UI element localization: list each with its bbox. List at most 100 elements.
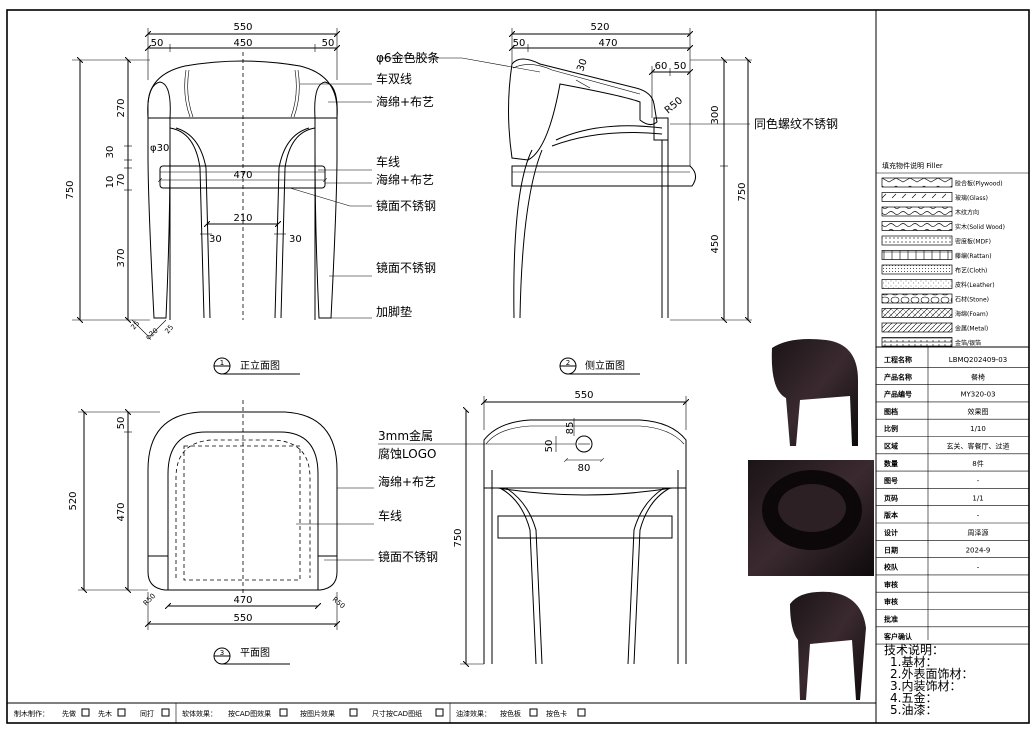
bar-wood-check-3[interactable] [161, 708, 170, 717]
side-dim-30: 30 [575, 57, 589, 73]
front-backrest [147, 60, 338, 119]
side-dim-depth: 520 [590, 22, 609, 33]
side-note-gold-strip: φ6金色胶条 [376, 50, 440, 65]
bar-soft-opt-2: 按图片效果 [300, 709, 335, 718]
legend-swatch [881, 308, 953, 318]
side-dim-60: 60 [655, 61, 668, 72]
info-key: 审核 [884, 580, 898, 589]
plan-note-stitch: 车线 [378, 508, 402, 523]
side-front-leg [661, 140, 669, 318]
plan-note-foam-fabric: 海绵+布艺 [378, 474, 436, 489]
front-note-foot-pad: 加脚垫 [376, 304, 412, 319]
front-dim-leg-h: 370 [116, 248, 127, 267]
front-view-title: 正立面图 [240, 359, 280, 372]
info-value: - [977, 512, 980, 520]
front-arm-left [147, 81, 171, 320]
bar-soft-check-3[interactable] [435, 708, 444, 717]
back-dim-width: 550 [574, 390, 593, 401]
front-dim-leg-r: 30 [289, 234, 302, 245]
bar-soft-check-1[interactable] [279, 708, 288, 717]
legend-label: 金箔/银箔 [955, 339, 981, 347]
info-key: 区域 [884, 442, 898, 451]
tech-notes: 技术说明： 1.基材： 2.外表面饰材： 3.内装饰材： 4.五金： 5.油漆： [884, 642, 973, 717]
front-dim-foot-c: 25 [163, 323, 175, 335]
bar-wood-label: 制木制作： [14, 709, 49, 718]
sheet-border [6, 9, 1030, 724]
bar-paint-check-2[interactable] [577, 708, 586, 717]
info-value: 玄关、客餐厅、过道 [947, 442, 1010, 451]
plan-dim-r50b: R50 [331, 595, 347, 610]
plan-seat [183, 445, 301, 581]
legend-label: 布艺(Cloth) [955, 267, 987, 275]
legend-swatch [881, 221, 953, 231]
reference-photos [748, 336, 874, 700]
info-key: 设计 [884, 528, 898, 537]
bar-paint-opt-2: 按色卡 [546, 709, 567, 718]
front-leg-left [147, 118, 171, 319]
info-value: 8件 [972, 459, 983, 468]
info-key: 日期 [884, 545, 898, 554]
legend-label: 皮料(Leather) [955, 281, 995, 289]
legend-swatch [881, 264, 953, 275]
front-note-mirror-steel-1: 镜面不锈钢 [376, 198, 436, 213]
side-dim-50: 50 [674, 61, 687, 72]
info-value: 1/10 [970, 425, 986, 433]
side-note-threaded-steel: 同色螺纹不锈钢 [754, 117, 838, 131]
bar-wood-check-2[interactable] [117, 708, 126, 717]
legend-swatch [881, 206, 953, 217]
bar-wood-check-1[interactable] [81, 708, 90, 717]
info-key: 工程名称 [884, 355, 912, 364]
front-arm-right [314, 81, 338, 320]
back-note-logo: 腐蚀LOGO [378, 446, 436, 461]
legend-label: 藤编(Rattan) [955, 252, 992, 260]
info-key: 批准 [884, 615, 898, 624]
legend-swatch [881, 337, 953, 347]
front-note-foam-fabric-2: 海绵+布艺 [376, 172, 434, 187]
plan-dim-470: 470 [116, 502, 127, 521]
bar-soft-check-2[interactable] [349, 708, 358, 717]
side-dim-span: 470 [598, 38, 617, 49]
side-seat [511, 165, 696, 187]
front-dim-height: 750 [65, 180, 76, 199]
info-key: 图档 [884, 407, 898, 416]
back-seat [497, 515, 673, 539]
bar-paint-check-1[interactable] [529, 708, 538, 717]
back-frame [483, 470, 687, 664]
legend-label: 密度板(MDF) [955, 238, 991, 246]
side-arm-tube [551, 125, 663, 147]
back-dim-85: 85 [565, 422, 576, 435]
info-value: 效果图 [968, 407, 989, 416]
front-view-number: 1 [220, 359, 224, 367]
info-value: 2024-9 [966, 546, 991, 554]
legend-label: 海绵(Foam) [955, 310, 988, 318]
front-note-foam-fabric-1: 海绵+布艺 [376, 94, 434, 109]
bottom-bar: 制木制作： 先做 先木 同打 软体效果： 按CAD图效果 按图片效果 尺寸按CA… [14, 703, 586, 723]
legend-label: 胶合板(Plywood) [955, 180, 1003, 188]
info-key: 比例 [884, 424, 898, 433]
legend-swatch [881, 279, 953, 289]
bar-soft-opt-1: 按CAD图效果 [228, 709, 271, 718]
side-dim-total: 750 [737, 182, 748, 201]
side-dim-r50: R50 [663, 95, 685, 116]
front-dim-foot-a: 25 [129, 319, 141, 331]
back-view: 550 85 50 80 750 3mm金属 腐蚀LOGO [378, 390, 686, 664]
front-dim-30: 30 [105, 146, 116, 159]
plan-view-number: 3 [220, 649, 224, 657]
front-seat-cushion [159, 165, 326, 189]
info-key: 产品编号 [884, 390, 912, 399]
info-value: - [977, 477, 980, 485]
tech-line-5: 5.油漆： [890, 703, 937, 717]
tech-line-2: 2.外表面饰材： [890, 667, 973, 681]
legend-title: 填充物件说明 Filler [882, 161, 943, 170]
info-key: 产品名称 [884, 372, 912, 381]
front-dim-overall-width: 550 [233, 22, 252, 33]
side-dim-lower: 450 [710, 234, 721, 253]
front-dim-seat-w: 470 [233, 170, 252, 181]
plan-dim-width: 550 [233, 613, 252, 624]
info-key: 数量 [884, 459, 898, 468]
side-back-leg [513, 149, 543, 319]
info-key: 图号 [884, 476, 898, 485]
front-dim-seat-inner: 450 [233, 38, 252, 49]
